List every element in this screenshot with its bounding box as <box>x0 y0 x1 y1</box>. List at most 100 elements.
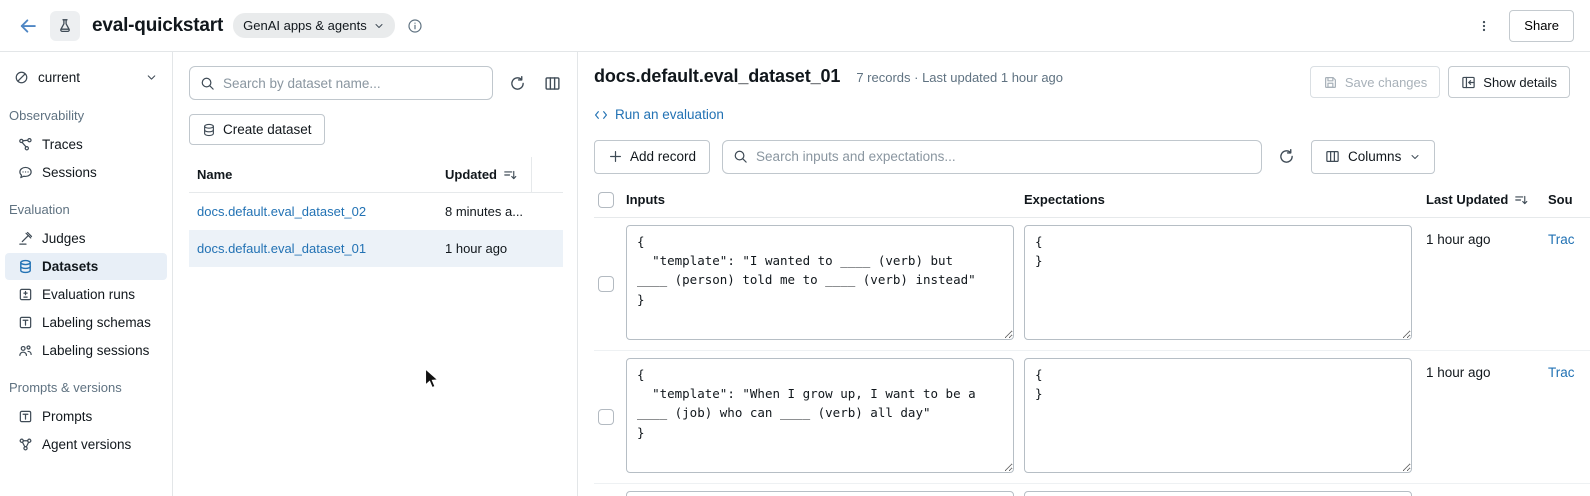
inputs-textarea[interactable] <box>626 491 1014 496</box>
column-header-name[interactable]: Name <box>189 157 437 193</box>
network-nodes-icon <box>18 437 33 452</box>
dataset-row[interactable]: docs.default.eval_dataset_02 8 minutes a… <box>189 193 563 231</box>
columns-dropdown-button[interactable]: Columns <box>1311 140 1435 174</box>
record-source-link[interactable]: Trac <box>1548 365 1575 380</box>
refresh-button[interactable] <box>507 73 528 94</box>
sort-descending-icon <box>503 168 517 182</box>
dataset-title: docs.default.eval_dataset_01 <box>594 66 840 87</box>
save-icon <box>1323 75 1338 90</box>
back-arrow-icon[interactable] <box>16 14 40 38</box>
columns-label: Columns <box>1348 149 1401 164</box>
overflow-menu-icon[interactable] <box>1469 14 1499 38</box>
refresh-records-button[interactable] <box>1276 146 1297 167</box>
search-icon <box>200 76 215 91</box>
show-details-button[interactable]: Show details <box>1448 66 1570 98</box>
dataset-link[interactable]: docs.default.eval_dataset_02 <box>197 204 366 219</box>
sidebar-item-datasets[interactable]: Datasets <box>5 253 167 280</box>
dataset-row-selected[interactable]: docs.default.eval_dataset_01 1 hour ago <box>189 230 563 267</box>
save-changes-label: Save changes <box>1345 75 1427 90</box>
sidebar-section-prompts: Prompts & versions <box>5 365 167 402</box>
column-header-spacer <box>531 157 563 193</box>
experiment-flask-icon <box>50 11 80 41</box>
info-icon[interactable] <box>407 18 423 34</box>
sidebar-item-agent-versions[interactable]: Agent versions <box>5 431 167 458</box>
people-icon <box>18 343 33 358</box>
columns-icon <box>1325 149 1340 164</box>
sidebar-item-label: Agent versions <box>42 437 131 452</box>
panel-collapse-left-icon <box>1461 75 1476 90</box>
sidebar: current Observability Traces Sessions Ev… <box>0 52 173 496</box>
gavel-icon <box>18 231 33 246</box>
expectations-textarea[interactable] <box>1024 491 1412 496</box>
environment-selector[interactable]: current <box>5 62 167 93</box>
create-dataset-button[interactable]: Create dataset <box>189 114 325 145</box>
run-evaluation-label: Run an evaluation <box>615 107 724 122</box>
dataset-meta: 7 records · Last updated 1 hour ago <box>856 66 1063 85</box>
row-checkbox[interactable] <box>598 276 614 292</box>
column-header-source[interactable]: Sou <box>1548 192 1590 207</box>
dataset-updated: 1 hour ago <box>437 230 531 267</box>
show-details-label: Show details <box>1483 75 1557 90</box>
sidebar-item-labeling-sessions[interactable]: Labeling sessions <box>5 337 167 364</box>
record-row: { "template": "When I grow up, I want to… <box>594 351 1590 484</box>
sidebar-item-traces[interactable]: Traces <box>5 131 167 158</box>
sidebar-item-labeling-schemas[interactable]: Labeling schemas <box>5 309 167 336</box>
sidebar-item-label: Sessions <box>42 165 97 180</box>
sidebar-item-evaluation-runs[interactable]: Evaluation runs <box>5 281 167 308</box>
traces-icon <box>18 137 33 152</box>
evaluation-runs-icon <box>18 287 33 302</box>
chevron-down-icon <box>1409 151 1421 163</box>
inputs-textarea[interactable]: { "template": "I wanted to ____ (verb) b… <box>626 225 1014 340</box>
record-last-updated: 1 hour ago <box>1426 225 1548 343</box>
records-table-header: Inputs Expectations Last Updated Sou <box>594 192 1590 218</box>
chat-bubble-icon <box>18 165 33 180</box>
record-source-link[interactable]: Trac <box>1548 232 1575 247</box>
dataset-search-box <box>189 66 493 100</box>
dataset-search-input[interactable] <box>223 76 482 91</box>
save-changes-button[interactable]: Save changes <box>1310 66 1440 98</box>
records-search-input[interactable] <box>756 149 1251 164</box>
sidebar-item-label: Labeling sessions <box>42 343 149 358</box>
sidebar-item-sessions[interactable]: Sessions <box>5 159 167 186</box>
inputs-textarea[interactable]: { "template": "When I grow up, I want to… <box>626 358 1014 473</box>
add-record-button[interactable]: Add record <box>594 140 710 174</box>
main-layout: current Observability Traces Sessions Ev… <box>0 52 1590 496</box>
dataset-detail-panel: docs.default.eval_dataset_01 7 records ·… <box>578 52 1590 496</box>
dataset-list-panel: Create dataset Name Updated <box>173 52 578 496</box>
record-row: { "template": "I wanted to ____ (verb) b… <box>594 218 1590 351</box>
record-last-updated: 1 hour ago <box>1426 358 1548 476</box>
column-header-expectations[interactable]: Expectations <box>1024 192 1412 207</box>
sidebar-section-observability: Observability <box>5 93 167 130</box>
slash-circle-icon <box>14 70 29 85</box>
environment-selector-label: current <box>38 70 80 85</box>
records-search-box <box>722 140 1262 174</box>
product-switcher-label: GenAI apps & agents <box>243 18 367 33</box>
expectations-textarea[interactable]: { } <box>1024 225 1412 340</box>
chevron-down-icon <box>373 20 385 32</box>
code-icon <box>594 108 608 122</box>
text-box-icon <box>18 315 33 330</box>
sidebar-item-label: Labeling schemas <box>42 315 151 330</box>
search-icon <box>733 149 748 164</box>
select-all-checkbox[interactable] <box>598 192 614 208</box>
columns-view-button[interactable] <box>542 73 563 94</box>
page-title: eval-quickstart <box>92 15 223 37</box>
sidebar-item-prompts[interactable]: Prompts <box>5 403 167 430</box>
sidebar-section-evaluation: Evaluation <box>5 187 167 224</box>
topbar: eval-quickstart GenAI apps & agents Shar… <box>0 0 1590 52</box>
sidebar-item-judges[interactable]: Judges <box>5 225 167 252</box>
sidebar-item-label: Judges <box>42 231 86 246</box>
record-row-partial <box>594 484 1590 496</box>
database-icon <box>18 259 33 274</box>
row-checkbox[interactable] <box>598 409 614 425</box>
column-header-last-updated[interactable]: Last Updated <box>1426 192 1548 207</box>
chevron-down-icon <box>145 71 158 84</box>
column-header-updated[interactable]: Updated <box>437 157 531 193</box>
run-evaluation-link[interactable]: Run an evaluation <box>594 107 724 122</box>
product-switcher-badge[interactable]: GenAI apps & agents <box>233 13 395 38</box>
expectations-textarea[interactable]: { } <box>1024 358 1412 473</box>
share-button[interactable]: Share <box>1509 10 1574 42</box>
column-header-inputs[interactable]: Inputs <box>626 192 1014 207</box>
dataset-link[interactable]: docs.default.eval_dataset_01 <box>197 241 366 256</box>
